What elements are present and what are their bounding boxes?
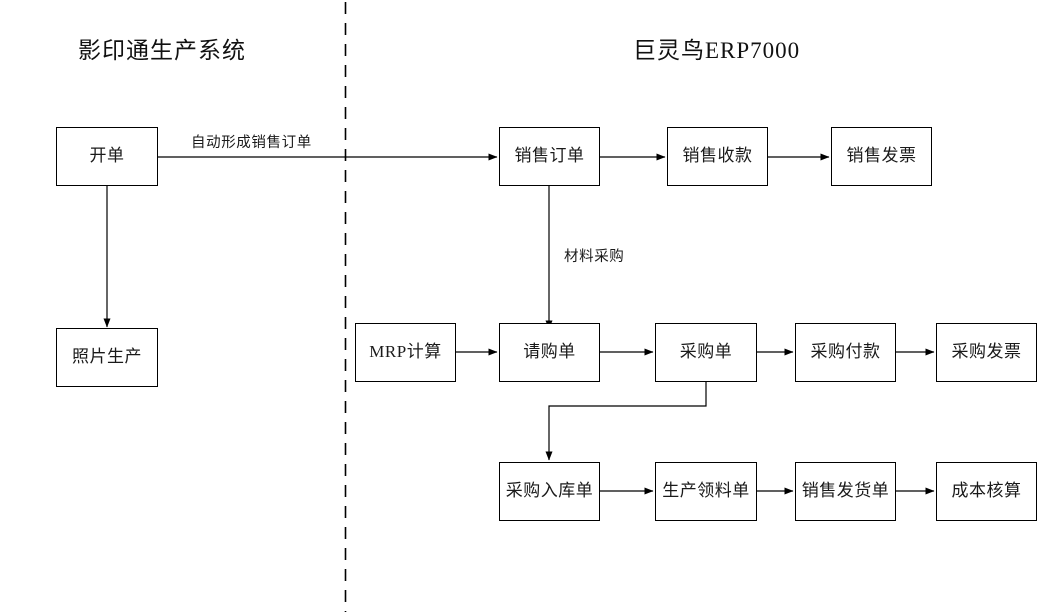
lane-title-right: 巨灵鸟ERP7000 (633, 38, 801, 63)
node-zhaopianshengchan[interactable]: 照片生产 (56, 328, 158, 387)
node-shengchanlingliaodan[interactable]: 生产领料单 (655, 462, 757, 521)
node-xiaoshoushoukuan[interactable]: 销售收款 (667, 127, 768, 186)
node-xiaoshoufapiao[interactable]: 销售发票 (831, 127, 932, 186)
node-mrpjisuan[interactable]: MRP计算 (355, 323, 456, 382)
node-caigoufapiao[interactable]: 采购发票 (936, 323, 1037, 382)
edge-caigoudan-to-caigourukudan (545, 381, 707, 461)
node-kaidan[interactable]: 开单 (56, 127, 158, 186)
node-chengbenhesuan[interactable]: 成本核算 (936, 462, 1037, 521)
node-qinggoudan[interactable]: 请购单 (499, 323, 600, 382)
node-caigoudan[interactable]: 采购单 (655, 323, 757, 382)
node-caigoufukuan[interactable]: 采购付款 (795, 323, 896, 382)
edge-label-material-purchase: 材料采购 (562, 245, 627, 266)
node-xiaoshoufahuodan[interactable]: 销售发货单 (795, 462, 896, 521)
edge-label-auto-sales-order: 自动形成销售订单 (189, 131, 314, 152)
node-caigourukudan[interactable]: 采购入库单 (499, 462, 600, 521)
lane-title-left: 影印通生产系统 (78, 38, 246, 63)
node-xiaoshoudingdan[interactable]: 销售订单 (499, 127, 600, 186)
